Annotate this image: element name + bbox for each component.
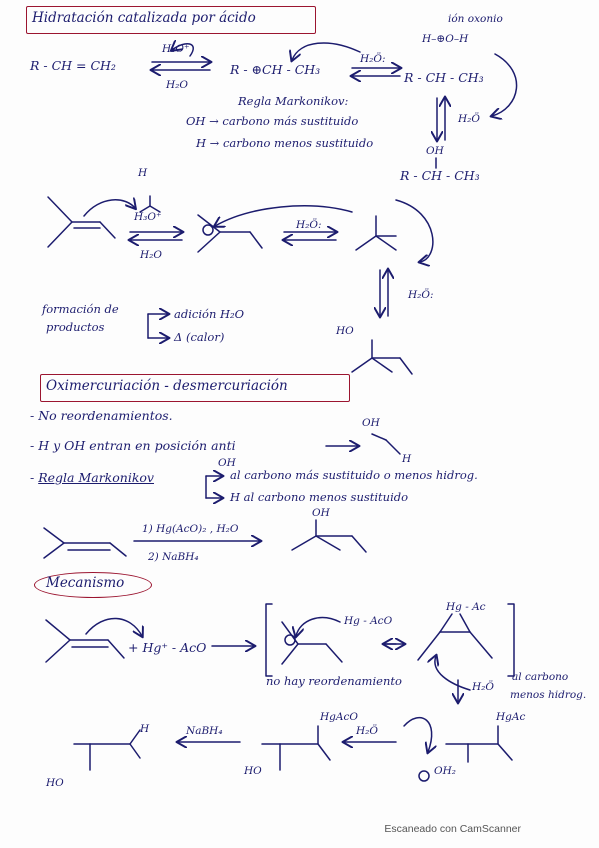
cation-charge-circle-2 xyxy=(284,634,296,646)
bridged-ion-2-skeletal xyxy=(417,613,493,661)
curved-arrow-water-attack-3 xyxy=(435,656,471,691)
curved-arrow-pi-to-hg xyxy=(85,617,142,636)
vertical-equilibrium-arrow-1 xyxy=(437,98,445,140)
final-ho-label-1: HO xyxy=(46,777,64,789)
final-product-skeletal xyxy=(73,729,141,771)
curved-arrow-water-final xyxy=(403,716,432,752)
final-water: H₂Ö xyxy=(356,725,378,737)
mech-h3o-label: H₃O⁺ xyxy=(134,211,162,223)
curved-arrow-water-to-cation xyxy=(292,42,361,60)
oxonium-ion-label: ión oxonio xyxy=(448,13,503,25)
mech-water-label-2: H₂Ö: xyxy=(408,289,434,301)
no-rearrangement-note: no hay reordenamiento xyxy=(266,674,402,688)
oxi-point-3-h: H al carbono menos sustituido xyxy=(230,490,409,504)
catalyst-h3o: H₃O⁺ xyxy=(162,43,190,55)
formation-option-heat: Δ (calor) xyxy=(174,330,225,344)
curved-arrow-pi-bond xyxy=(83,200,135,217)
vertical-equilibrium-arrow-2 xyxy=(380,270,388,316)
reagent-step-2: 2) NaBH₄ xyxy=(148,551,199,563)
reactant-alkene: R - CH = CH₂ xyxy=(30,58,116,73)
oxi-point-3-oh-prefix: OH xyxy=(218,457,236,469)
anti-oh-label: OH xyxy=(362,417,380,429)
left-bracket xyxy=(265,603,273,677)
alcohol-product-skeletal xyxy=(351,339,413,375)
curved-arrow-oxonium-deprotonation xyxy=(492,53,518,116)
mechanism-title: Mecanismo xyxy=(46,575,125,591)
alcohol-product-formula: R - CH - CH₃ xyxy=(400,168,480,183)
alkene-skeletal-2 xyxy=(43,527,127,559)
organomercury-alcohol-skeletal xyxy=(261,725,331,771)
oxonium-formula: R - CH - CH₃ xyxy=(404,70,484,85)
product-oh-label: OH xyxy=(426,145,444,157)
bridged-ion-1-skeletal xyxy=(281,621,343,665)
markovnikov-rule-oh: OH → carbono más sustituido xyxy=(186,114,359,128)
equilibrium-arrows-3 xyxy=(130,232,182,240)
carbocation-skeletal xyxy=(197,214,263,253)
cation-charge-circle xyxy=(202,224,214,236)
alcohol-skeletal-2 xyxy=(291,519,367,553)
oxi-point-1: - No reordenamientos. xyxy=(30,408,173,423)
curved-arrow-deprotonation-2 xyxy=(395,199,434,262)
oxonium-group: H–⊕O–H xyxy=(422,33,469,45)
equilibrium-arrows-4 xyxy=(284,232,336,240)
markovnikov-rule-h: H → carbono menos sustituido xyxy=(196,136,374,150)
anti-h-label: H xyxy=(402,453,412,465)
equilibrium-arrows-2 xyxy=(352,68,400,76)
curved-arrow-hg-bridge xyxy=(296,616,341,636)
bridged-ion-1-label: Hg - AcO xyxy=(344,615,393,627)
water-nucleophile: H₂Ö: xyxy=(360,53,386,65)
right-bracket xyxy=(507,603,515,677)
acid-hydration-title: Hidratación catalizada por ácido xyxy=(32,10,256,26)
mech-product-ho: HO xyxy=(336,325,354,337)
carbocation-formula: R - ⊕CH - CH₃ xyxy=(230,62,321,77)
reagent-step-1: 1) Hg(AcO)₂ , H₂O xyxy=(142,523,239,535)
final-h-label: H xyxy=(140,723,150,735)
markovnikov-branch-arrows xyxy=(205,476,222,498)
hydronium-skeletal xyxy=(139,195,161,213)
oxonium-skeletal xyxy=(355,215,397,251)
mechanism-title-oval xyxy=(34,572,152,598)
formation-label-2: productos xyxy=(46,320,105,334)
curved-arrow-hydronium xyxy=(172,44,194,57)
scanner-watermark: Escaneado con CamScanner xyxy=(384,823,521,835)
mech-hg-reagent: + Hg⁺ - AcO xyxy=(128,640,207,655)
formation-label-1: formación de xyxy=(42,302,119,316)
mech-water-label: H₂Ö: xyxy=(296,219,322,231)
curved-arrow-water-attack-2 xyxy=(215,205,353,226)
alkene-skeletal-1 xyxy=(47,196,116,248)
oxonium-charge-circle xyxy=(418,770,430,782)
oxi-point-2-text: H y OH entran en posición anti xyxy=(38,438,236,453)
mech-h-label: H xyxy=(138,167,148,179)
mech-water-3: H₂Ö xyxy=(472,681,494,693)
note-less-hydrog: menos hidrog. xyxy=(510,689,587,701)
formation-option-water: adición H₂O xyxy=(174,307,245,321)
oximercuration-title: Oximercuriación - desmercuriación xyxy=(46,378,288,394)
final-oh2-label: OH₂ xyxy=(434,765,456,777)
reverse-water: H₂O xyxy=(166,79,188,91)
final-hgaco-label: HgAcO xyxy=(320,711,358,723)
acid-hydration-title-box xyxy=(26,6,316,34)
equilibrium-arrows-1 xyxy=(152,62,210,70)
bridged-ion-2-label: Hg - Ac xyxy=(446,601,486,613)
oxi-point-2: - H y OH entran en posición anti xyxy=(30,438,236,453)
oxi-point-1-text: No reordenamientos. xyxy=(38,408,173,423)
mech-h2o-label: H₂O xyxy=(140,249,162,261)
formation-branch-arrows xyxy=(147,314,168,338)
final-ho-label-2: HO xyxy=(244,765,262,777)
oximercuration-title-box xyxy=(40,374,350,402)
final-nabh4: NaBH₄ xyxy=(186,725,223,737)
anti-addition-skeletal xyxy=(371,433,401,455)
oxonium-mercury-skeletal xyxy=(445,725,513,763)
oxi-point-3-label: Regla Markonikov xyxy=(38,470,154,485)
note-carbon: al carbono xyxy=(512,671,569,683)
alkene-skeletal-3 xyxy=(45,619,125,663)
oxi-point-3-oh: al carbono más sustituido o menos hidrog… xyxy=(230,468,478,482)
final-hgac-label: HgAc xyxy=(496,711,526,723)
deprotonation-water: H₂Ö xyxy=(458,113,480,125)
oxi-point-3: - Regla Markonikov xyxy=(30,470,154,485)
markovnikov-rule-title: Regla Markonikov: xyxy=(238,94,349,108)
overall-product-oh: OH xyxy=(312,507,330,519)
